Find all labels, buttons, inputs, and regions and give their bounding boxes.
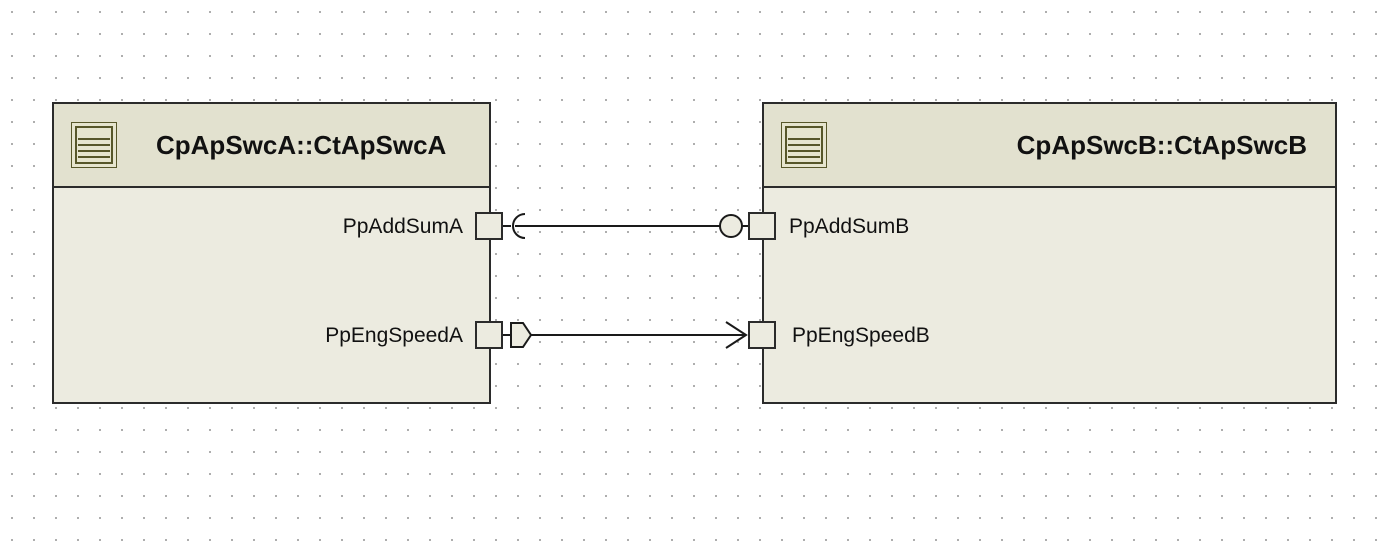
component-icon [71, 122, 117, 168]
port-label-ppengspeeda: PpEngSpeedA [325, 324, 463, 347]
port-ppengspeeda[interactable] [475, 321, 503, 349]
component-title-b: CpApSwcB::CtApSwcB [1016, 130, 1307, 160]
arrow-head-icon [725, 321, 748, 349]
component-title-a: CpApSwcA::CtApSwcA [156, 130, 447, 160]
port-ppaddsumb[interactable] [748, 212, 776, 240]
connector-engspeed[interactable] [503, 321, 748, 349]
port-ppengspeedb[interactable] [748, 321, 776, 349]
port-ppaddsuma[interactable] [475, 212, 503, 240]
component-box-a[interactable]: CpApSwcA::CtApSwcA [52, 102, 491, 404]
lollipop-icon [719, 214, 743, 238]
component-header-b: CpApSwcB::CtApSwcB [764, 104, 1335, 188]
component-box-b[interactable]: CpApSwcB::CtApSwcB [762, 102, 1337, 404]
port-label-ppaddsuma: PpAddSumA [342, 215, 463, 238]
sender-icon [510, 322, 533, 348]
component-header-a: CpApSwcA::CtApSwcA [54, 104, 489, 188]
socket-icon [512, 213, 526, 239]
component-icon [781, 122, 827, 168]
port-label-ppaddsumb: PpAddSumB [789, 215, 910, 238]
port-label-ppengspeedb: PpEngSpeedB [792, 324, 930, 347]
connector-addsum[interactable] [503, 213, 748, 239]
